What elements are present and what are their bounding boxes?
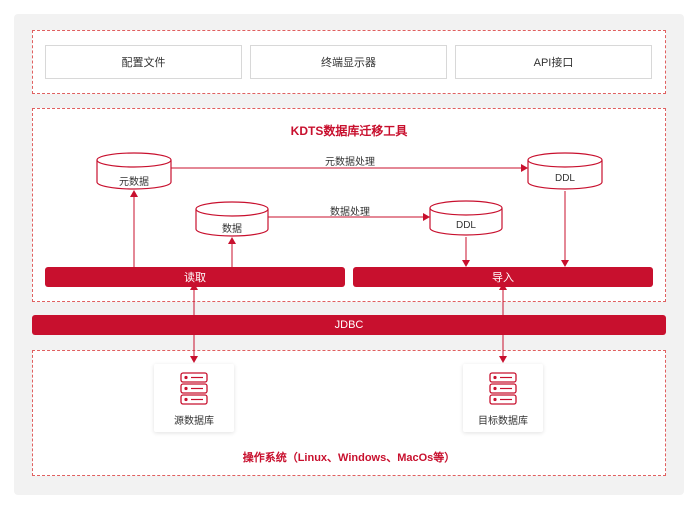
data-process-label: 数据处理 — [330, 207, 370, 218]
metadata-process-label: 元数据处理 — [325, 157, 375, 168]
metadata-label: 元数据 — [119, 177, 149, 188]
database-server-icon — [489, 372, 517, 405]
ddl-large-label: DDL — [554, 173, 575, 184]
data-label: 数据 — [222, 224, 242, 235]
jdbc-bar: JDBC — [32, 315, 666, 335]
tool-title: KDTS数据库迁移工具 — [290, 124, 408, 138]
terminal-display-box: 终端显示器 — [250, 45, 447, 79]
ddl-large-cylinder — [527, 152, 603, 190]
target-database-label: 目标数据库 — [478, 416, 528, 427]
os-layer — [32, 350, 666, 476]
import-bar: 导入 — [353, 267, 653, 287]
ddl-small-cylinder — [429, 200, 503, 236]
metadata-cylinder — [96, 152, 172, 190]
config-file-box: 配置文件 — [45, 45, 242, 79]
target-database-card: 目标数据库 — [463, 364, 543, 432]
ddl-small-label: DDL — [455, 220, 476, 231]
database-server-icon — [180, 372, 208, 405]
source-database-label: 源数据库 — [174, 416, 214, 427]
data-cylinder — [195, 201, 269, 237]
source-database-card: 源数据库 — [154, 364, 234, 432]
read-bar: 读取 — [45, 267, 345, 287]
api-interface-box: API接口 — [455, 45, 652, 79]
os-label: 操作系统（Linux、Windows、MacOs等） — [242, 452, 456, 464]
